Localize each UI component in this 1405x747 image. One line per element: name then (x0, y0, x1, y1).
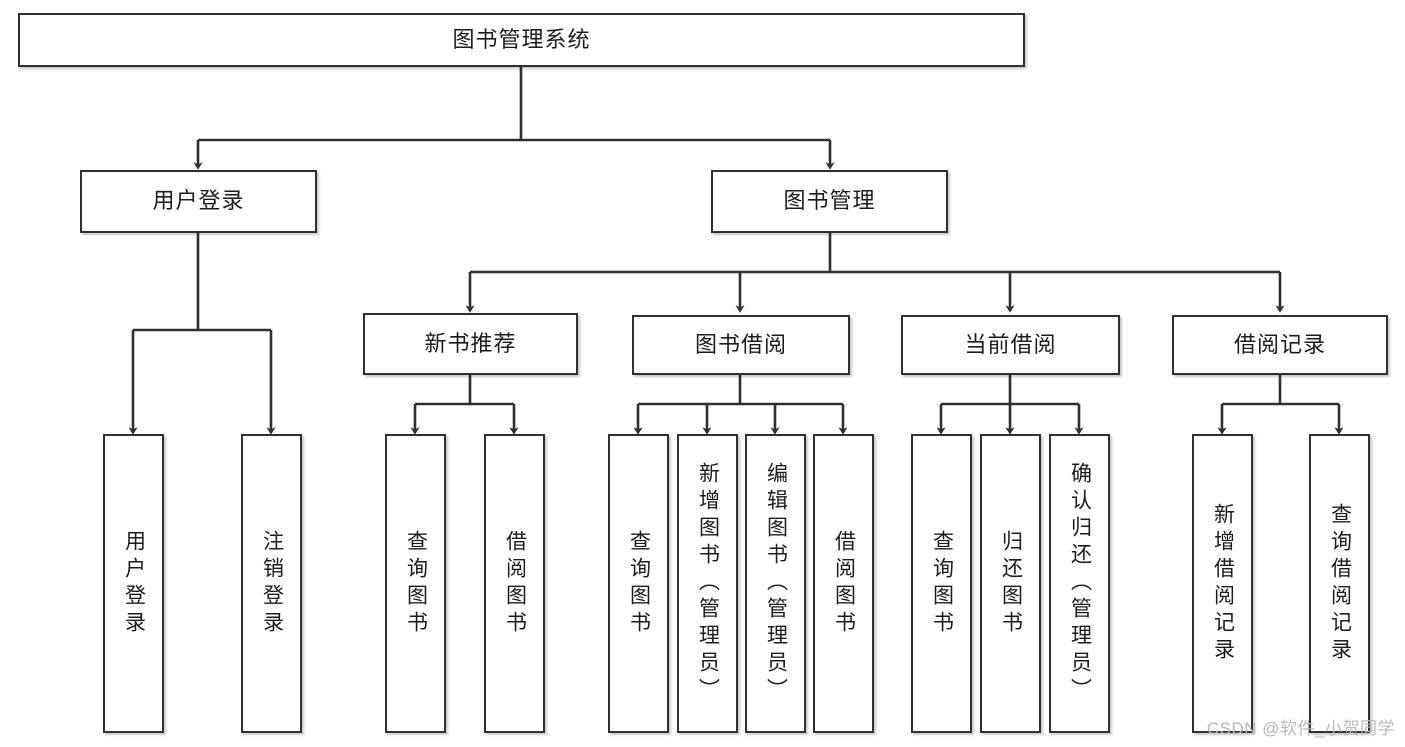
node-leaf-query-record-label: 查询借阅记录 (1328, 502, 1352, 665)
node-leaf-user-login[interactable]: 用户登录 (103, 434, 164, 733)
node-leaf-query-book-3[interactable]: 查询图书 (911, 434, 972, 733)
node-leaf-query-book-3-label: 查询图书 (930, 529, 954, 638)
node-book-borrow[interactable]: 图书借阅 (632, 315, 850, 375)
node-book-manage-label: 图书管理 (783, 188, 876, 214)
node-leaf-return-book[interactable]: 归还图书 (980, 434, 1041, 733)
node-leaf-borrow-book-1[interactable]: 借阅图书 (484, 434, 545, 733)
node-leaf-query-book-2[interactable]: 查询图书 (608, 434, 669, 733)
node-leaf-edit-book[interactable]: 编辑图书（管理员） (745, 434, 806, 733)
node-borrow-record[interactable]: 借阅记录 (1172, 315, 1388, 375)
node-current-borrow[interactable]: 当前借阅 (901, 315, 1120, 375)
node-leaf-logout-label: 注销登录 (260, 529, 284, 638)
node-leaf-add-record-label: 新增借阅记录 (1211, 502, 1235, 665)
node-new-book-rec-label: 新书推荐 (424, 330, 517, 356)
node-leaf-confirm-return-label: 确认归还（管理员） (1068, 462, 1092, 705)
node-leaf-add-book-label: 新增图书（管理员） (696, 462, 720, 705)
node-root-label: 图书管理系统 (452, 26, 591, 52)
node-leaf-logout[interactable]: 注销登录 (241, 434, 302, 733)
node-borrow-record-label: 借阅记录 (1233, 331, 1326, 357)
node-book-manage[interactable]: 图书管理 (711, 170, 948, 233)
node-leaf-query-book-1[interactable]: 查询图书 (385, 434, 446, 733)
node-leaf-query-record[interactable]: 查询借阅记录 (1309, 434, 1370, 733)
node-book-borrow-label: 图书借阅 (694, 331, 787, 357)
node-current-borrow-label: 当前借阅 (964, 331, 1057, 357)
node-leaf-edit-book-label: 编辑图书（管理员） (764, 462, 788, 705)
node-root[interactable]: 图书管理系统 (18, 13, 1025, 67)
node-leaf-add-book[interactable]: 新增图书（管理员） (677, 434, 738, 733)
node-leaf-confirm-return[interactable]: 确认归还（管理员） (1049, 434, 1110, 733)
node-leaf-user-login-label: 用户登录 (122, 529, 146, 638)
node-leaf-borrow-book-2[interactable]: 借阅图书 (813, 434, 874, 733)
watermark-text: CSDN @软件_小贺同学 (1206, 719, 1395, 738)
node-leaf-return-book-label: 归还图书 (999, 529, 1023, 638)
node-leaf-query-book-2-label: 查询图书 (627, 529, 651, 638)
node-leaf-query-book-1-label: 查询图书 (404, 529, 428, 638)
node-leaf-borrow-book-1-label: 借阅图书 (503, 529, 527, 638)
node-leaf-borrow-book-2-label: 借阅图书 (832, 529, 856, 638)
node-leaf-add-record[interactable]: 新增借阅记录 (1192, 434, 1253, 733)
node-new-book-rec[interactable]: 新书推荐 (363, 313, 578, 375)
node-user-login[interactable]: 用户登录 (80, 170, 317, 233)
node-user-login-label: 用户登录 (152, 188, 245, 214)
